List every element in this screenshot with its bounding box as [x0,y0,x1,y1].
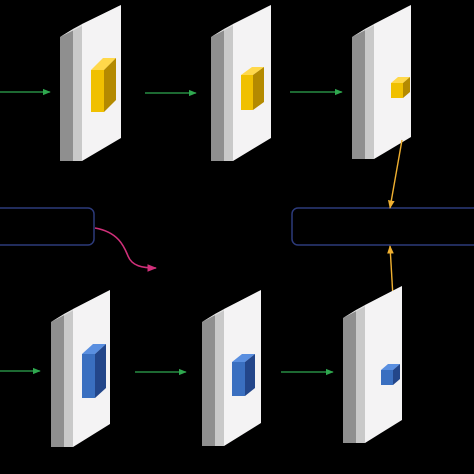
plate-bottom-3 [343,286,402,443]
feature-block-blue-2 [232,354,255,396]
feature-cube-yellow-1 [91,58,116,112]
feature-cube-blue-3 [381,364,400,385]
left-label-box [0,207,95,246]
feature-cube-yellow-3 [391,77,410,98]
feature-cube-yellow-2 [241,67,264,110]
feature-block-blue-1 [82,344,106,398]
arrow-orange-down [388,139,403,209]
arrow-magenta-curve [94,227,157,272]
right-label-box [291,207,474,246]
